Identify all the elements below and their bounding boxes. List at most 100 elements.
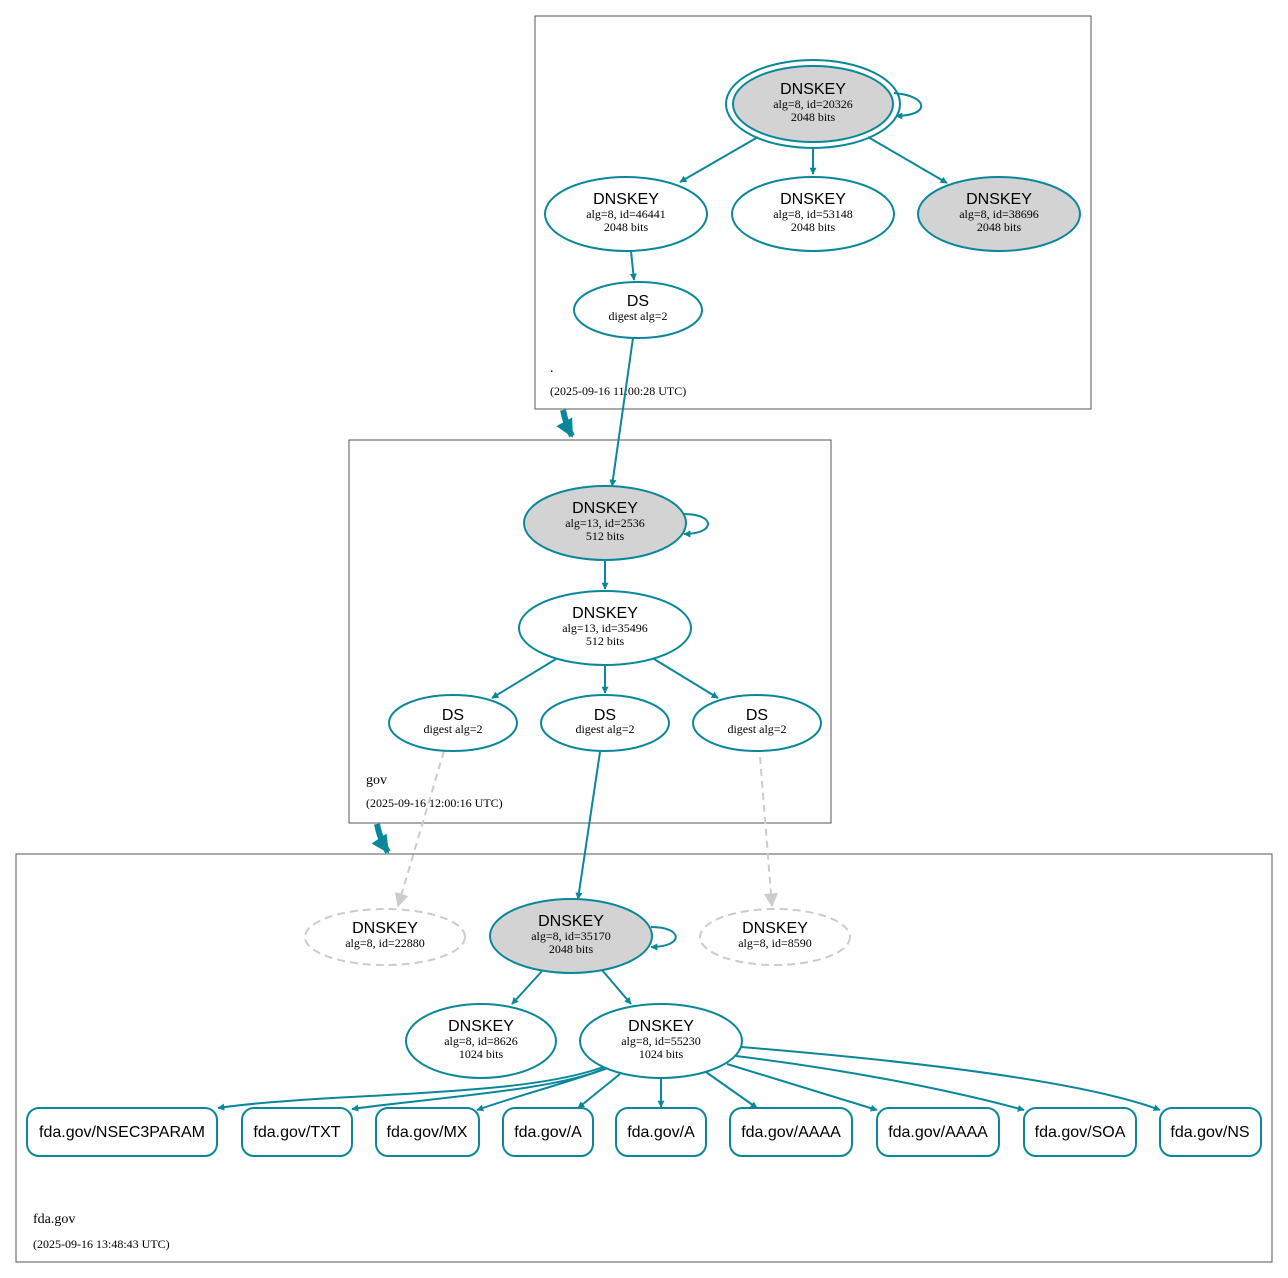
edge-fda-ksk-to-zsk1 bbox=[511, 969, 544, 1005]
zone-fda-timestamp: (2025-09-16 13:48:43 UTC) bbox=[33, 1237, 170, 1251]
root-ksk-ellipse bbox=[732, 65, 894, 143]
node-key-size: 2048 bits bbox=[791, 220, 836, 234]
edge-zsk-to-mx bbox=[476, 1067, 609, 1112]
rrset-box bbox=[26, 1107, 218, 1157]
gov-zsk-node[interactable]: DNSKEY alg=13, id=35496 512 bits bbox=[518, 590, 692, 666]
fda-missing-key1-node[interactable]: DNSKEY alg=8, id=22880 bbox=[304, 908, 466, 966]
edge-fda-ksk-self bbox=[650, 926, 677, 951]
zone-root-cluster: . (2025-09-16 11:00:28 UTC) bbox=[534, 15, 1092, 410]
rrset-label: fda.gov/NS bbox=[1170, 1124, 1249, 1141]
edge-root-zsk1-to-ds bbox=[629, 250, 637, 281]
rrset-label: fda.gov/AAAA bbox=[888, 1124, 988, 1141]
node-title: DNSKEY bbox=[742, 920, 808, 937]
rrset-box bbox=[615, 1107, 707, 1157]
node-digest-info: digest alg=2 bbox=[727, 722, 786, 736]
zone-root-name: . bbox=[550, 361, 554, 376]
fda-ksk-node[interactable]: DNSKEY alg=8, id=35170 2048 bits bbox=[489, 898, 653, 974]
delegation-root-to-gov bbox=[556, 409, 575, 438]
zone-root-timestamp: (2025-09-16 11:00:28 UTC) bbox=[550, 384, 686, 398]
root-ksk2-node[interactable]: DNSKEY alg=8, id=38696 2048 bits bbox=[917, 176, 1081, 252]
rrset-box bbox=[375, 1107, 480, 1157]
gov-ds1-node[interactable]: DS digest alg=2 bbox=[388, 694, 518, 752]
edge-root-ksk-self bbox=[893, 92, 923, 120]
node-key-size: 1024 bits bbox=[639, 1047, 684, 1061]
rrset-label: fda.gov/A bbox=[514, 1124, 582, 1141]
rrset-soa-node[interactable]: fda.gov/SOA bbox=[1023, 1107, 1137, 1157]
root-zsk1-ellipse bbox=[544, 176, 708, 252]
rrset-aaaa2-node[interactable]: fda.gov/AAAA bbox=[876, 1107, 1000, 1157]
node-key-info: alg=8, id=35170 bbox=[531, 929, 611, 943]
rrset-box bbox=[1159, 1107, 1262, 1157]
node-title: DNSKEY bbox=[572, 500, 638, 517]
node-key-info: alg=13, id=2536 bbox=[565, 516, 645, 530]
rrset-label: fda.gov/SOA bbox=[1035, 1124, 1126, 1141]
edge-gov-ds1-to-missing-key bbox=[394, 750, 445, 908]
gov-ds2-ellipse bbox=[540, 694, 670, 752]
gov-ksk-node[interactable]: DNSKEY alg=13, id=2536 512 bits bbox=[523, 485, 687, 561]
root-ds-node[interactable]: DS digest alg=2 bbox=[573, 281, 703, 339]
fda-missing-key2-node[interactable]: DNSKEY alg=8, id=8590 bbox=[699, 908, 851, 966]
edge-zsk-to-ns bbox=[740, 1046, 1161, 1112]
edge-gov-ksk-self bbox=[683, 513, 709, 538]
node-key-size: 512 bits bbox=[586, 529, 625, 543]
edge-zsk-to-soa bbox=[735, 1055, 1025, 1112]
edge-gov-ds3-to-missing-key bbox=[759, 756, 778, 908]
node-key-info: alg=8, id=8626 bbox=[444, 1034, 518, 1048]
root-ksk-outer-ring bbox=[725, 59, 901, 149]
rrset-ns-node[interactable]: fda.gov/NS bbox=[1159, 1107, 1262, 1157]
node-key-info: alg=8, id=38696 bbox=[959, 207, 1039, 221]
node-digest-info: digest alg=2 bbox=[575, 722, 634, 736]
rrset-txt-node[interactable]: fda.gov/TXT bbox=[241, 1107, 353, 1157]
node-key-info: alg=8, id=8590 bbox=[738, 936, 812, 950]
node-key-info: alg=8, id=22880 bbox=[345, 936, 425, 950]
node-title: DS bbox=[746, 707, 768, 724]
node-key-info: alg=8, id=53148 bbox=[773, 207, 853, 221]
edge-root-ksk-to-ksk2 bbox=[867, 136, 948, 184]
node-key-size: 512 bits bbox=[586, 634, 625, 648]
node-title: DNSKEY bbox=[448, 1018, 514, 1035]
gov-ds3-node[interactable]: DS digest alg=2 bbox=[692, 694, 822, 752]
fda-ksk-ellipse bbox=[489, 898, 653, 974]
fda-missing-key1-ellipse bbox=[304, 908, 466, 966]
fda-zsk1-node[interactable]: DNSKEY alg=8, id=8626 1024 bits bbox=[405, 1003, 557, 1079]
root-ds-ellipse bbox=[573, 281, 703, 339]
edge-fda-ksk-to-zsk2 bbox=[601, 969, 632, 1005]
fda-missing-key2-ellipse bbox=[699, 908, 851, 966]
gov-ksk-ellipse bbox=[523, 485, 687, 561]
node-key-info: alg=8, id=20326 bbox=[773, 97, 853, 111]
rrset-box bbox=[241, 1107, 353, 1157]
rrset-aaaa1-node[interactable]: fda.gov/AAAA bbox=[729, 1107, 853, 1157]
rrset-a2-node[interactable]: fda.gov/A bbox=[615, 1107, 707, 1157]
edge-gov-ds2-to-fda-ksk bbox=[575, 751, 601, 900]
node-key-size: 2048 bits bbox=[791, 110, 836, 124]
rrset-label: fda.gov/MX bbox=[387, 1124, 468, 1141]
edge-zsk-to-aaaa2 bbox=[726, 1063, 878, 1112]
node-title: DNSKEY bbox=[593, 191, 659, 208]
rrset-box bbox=[729, 1107, 853, 1157]
node-digest-info: digest alg=2 bbox=[608, 309, 667, 323]
rrset-mx-node[interactable]: fda.gov/MX bbox=[375, 1107, 480, 1157]
rrset-label: fda.gov/NSEC3PARAM bbox=[39, 1124, 205, 1141]
root-zsk1-node[interactable]: DNSKEY alg=8, id=46441 2048 bits bbox=[544, 176, 708, 252]
root-zsk2-node[interactable]: DNSKEY alg=8, id=53148 2048 bits bbox=[731, 176, 895, 252]
rrset-a1-node[interactable]: fda.gov/A bbox=[502, 1107, 594, 1157]
rrset-box bbox=[1023, 1107, 1137, 1157]
rrset-nsec3param-node[interactable]: fda.gov/NSEC3PARAM bbox=[26, 1107, 218, 1157]
node-key-size: 2048 bits bbox=[977, 220, 1022, 234]
node-title: DNSKEY bbox=[538, 913, 604, 930]
zone-gov-timestamp: (2025-09-16 12:00:16 UTC) bbox=[366, 796, 503, 810]
gov-ds2-node[interactable]: DS digest alg=2 bbox=[540, 694, 670, 752]
zone-fda-cluster: fda.gov (2025-09-16 13:48:43 UTC) bbox=[15, 853, 1273, 1263]
rrset-box bbox=[876, 1107, 1000, 1157]
node-key-size: 2048 bits bbox=[604, 220, 649, 234]
node-title: DNSKEY bbox=[780, 81, 846, 98]
node-digest-info: digest alg=2 bbox=[423, 722, 482, 736]
node-key-info: alg=13, id=35496 bbox=[562, 621, 648, 635]
fda-zsk2-node[interactable]: DNSKEY alg=8, id=55230 1024 bits bbox=[579, 1003, 743, 1079]
edge-zsk-to-a1 bbox=[577, 1073, 621, 1109]
root-ksk-node[interactable]: DNSKEY alg=8, id=20326 2048 bits bbox=[725, 59, 901, 149]
node-key-size: 2048 bits bbox=[549, 942, 594, 956]
edge-root-ds-to-gov-ksk bbox=[609, 337, 634, 487]
gov-zsk-ellipse bbox=[518, 590, 692, 666]
zone-root-border bbox=[534, 15, 1092, 410]
